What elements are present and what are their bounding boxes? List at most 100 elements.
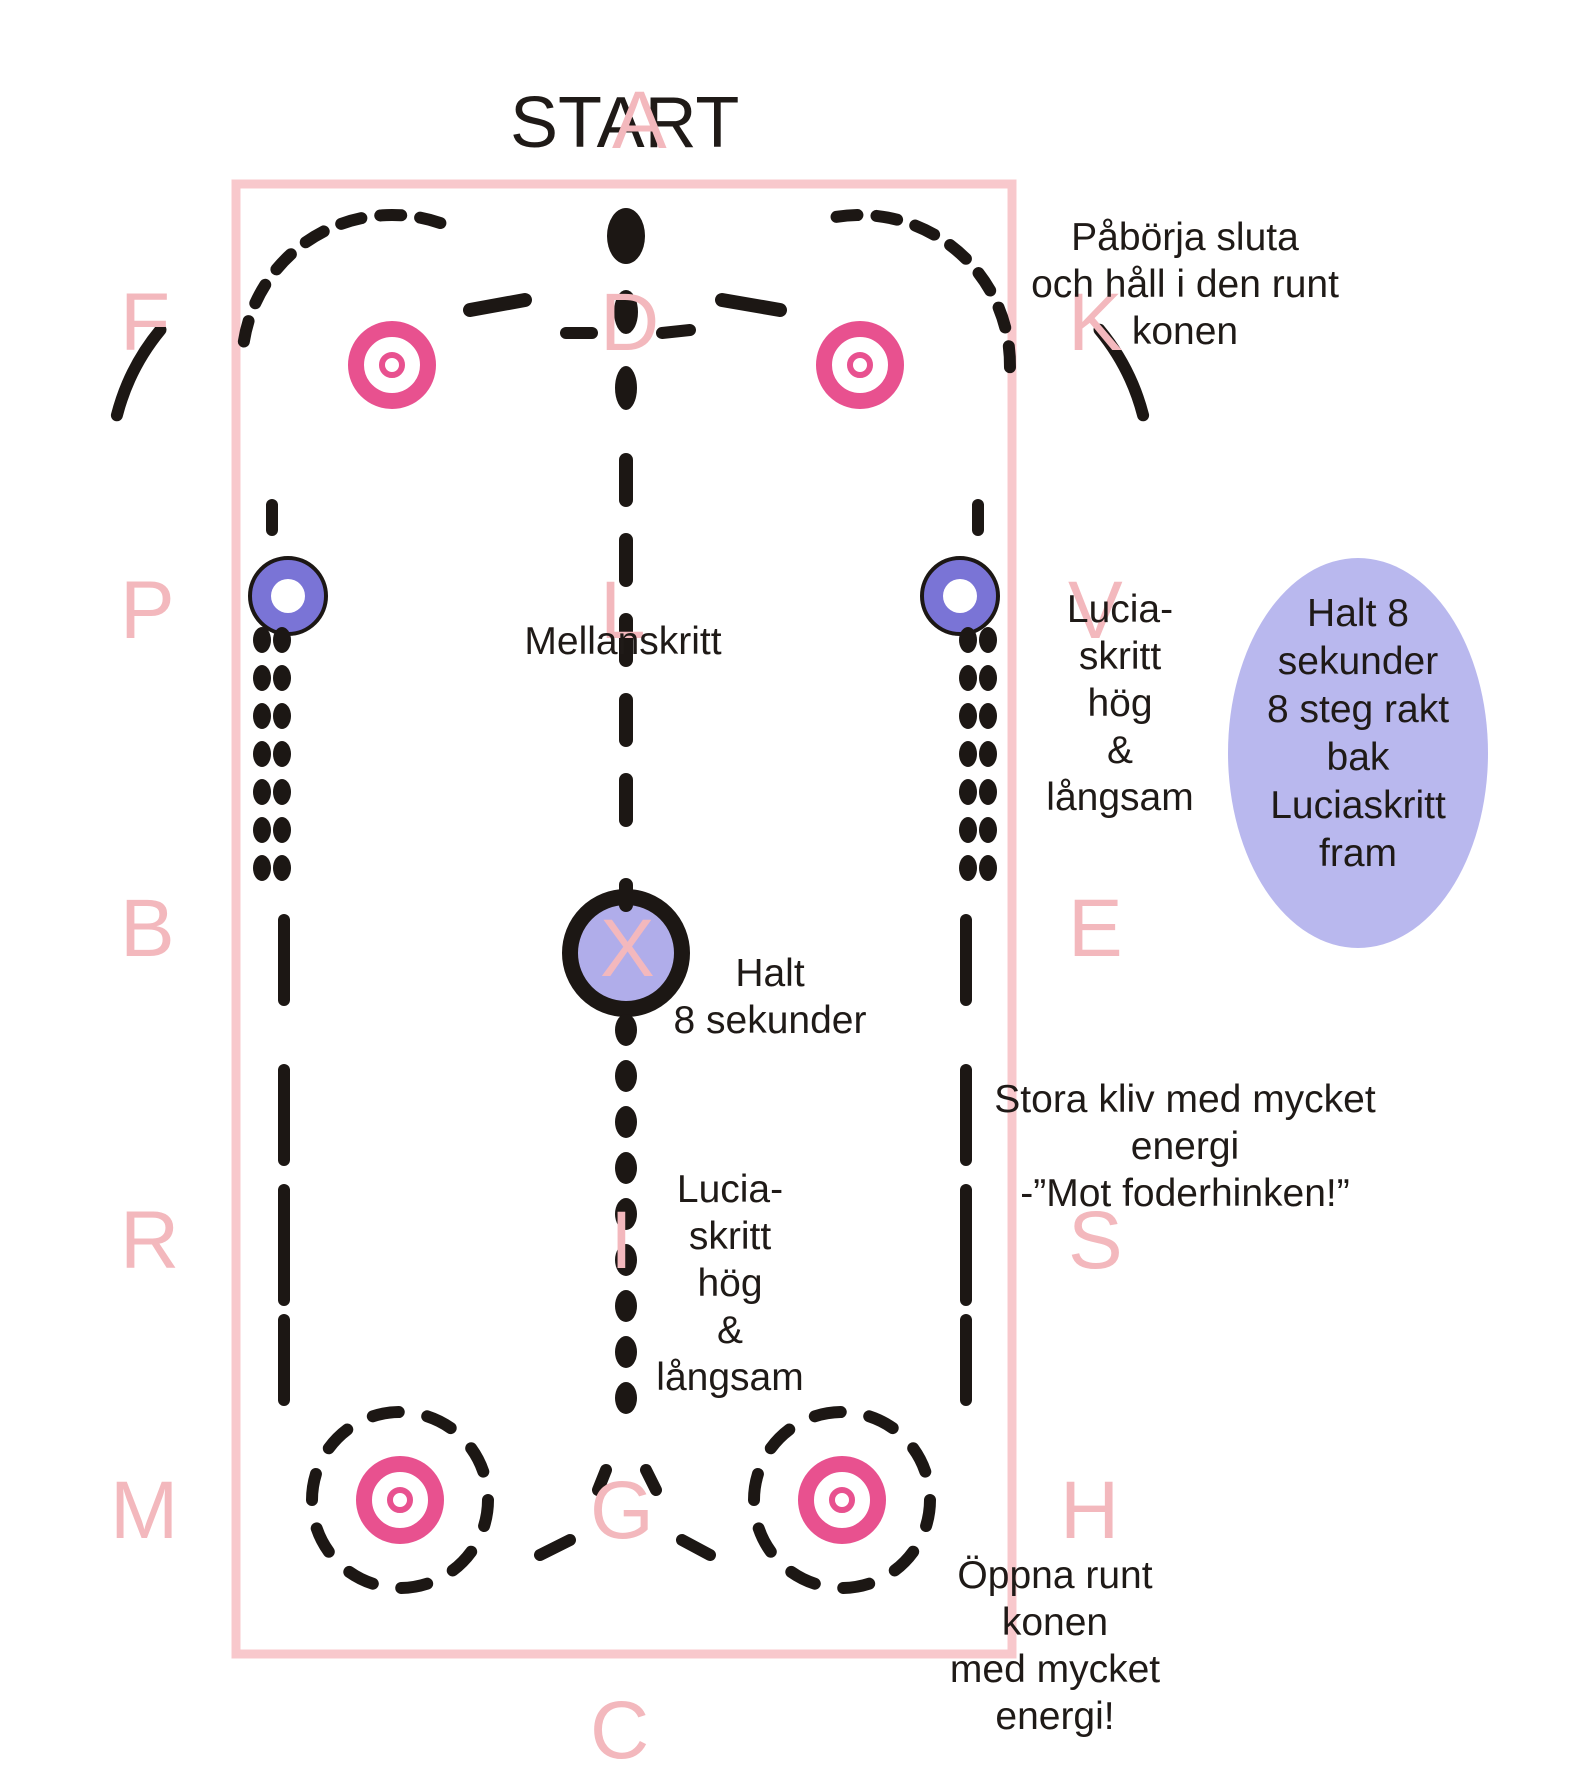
cone-icon (348, 321, 436, 409)
arena-letter-a: A (612, 75, 667, 166)
path-dash (1093, 323, 1150, 422)
path-dash (421, 1410, 457, 1435)
path-dash (909, 219, 941, 241)
path-dash (863, 1410, 899, 1435)
step-dot (273, 627, 291, 653)
note-center-lucia-line3: hög (697, 1262, 763, 1305)
path-dash (465, 1442, 490, 1478)
step-dot (253, 779, 271, 805)
blue-marker-center-icon (271, 579, 305, 613)
ellipse-line6: fram (1319, 832, 1397, 875)
note-right-lucia: Lucia- skritt hög & långsam (1030, 586, 1210, 821)
note-top-right-line1: Påbörja sluta (1071, 216, 1299, 259)
step-dot (615, 1152, 637, 1184)
path-dash (343, 1565, 379, 1590)
step-dot (959, 855, 977, 881)
path-dash (463, 293, 532, 317)
path-dash (830, 209, 864, 223)
step-dot (959, 703, 977, 729)
arena-letter-m: M (110, 1465, 179, 1556)
note-right-lucia-line5: långsam (1046, 776, 1194, 819)
arena-letter-k: K (1068, 277, 1123, 368)
arena-letter-c: C (590, 1685, 650, 1776)
cone-icon (356, 1456, 444, 1544)
path-dash (907, 1442, 932, 1478)
note-right-stora-line1: Stora kliv med mycket (994, 1078, 1376, 1121)
arena-letter-p: P (120, 565, 175, 656)
path-dash (478, 1494, 494, 1533)
path-dash (640, 1464, 662, 1496)
note-mellanskritt: Mellanskritt (524, 620, 722, 663)
path-dash (110, 323, 167, 422)
step-dot (273, 855, 291, 881)
path-dash (944, 239, 972, 265)
cone-center-icon (379, 352, 405, 378)
path-dash (306, 1467, 322, 1506)
note-bottom-right-line4: energi! (995, 1695, 1115, 1738)
path-dash (607, 208, 645, 264)
step-dot (979, 665, 997, 691)
halt-ellipse-text: Halt 8 sekunder 8 steg rakt bak Luciaskr… (1228, 590, 1488, 878)
step-dot (273, 665, 291, 691)
path-dash (446, 1545, 478, 1577)
step-dot (959, 779, 977, 805)
note-center-lucia-line4: & (716, 1309, 743, 1352)
arena-letter-l: L (600, 565, 646, 656)
arena-letter-g: G (590, 1465, 654, 1556)
path-dash (1002, 340, 1016, 374)
note-right-stora: Stora kliv med mycket energi -”Mot foder… (960, 1076, 1410, 1217)
path-dash (310, 1522, 335, 1558)
arena-outline (231, 179, 1017, 1659)
step-dot (253, 703, 271, 729)
cone-icon (798, 1456, 886, 1544)
path-dash (335, 212, 368, 230)
blue-marker-center-icon (943, 579, 977, 613)
path-dash (752, 1522, 777, 1558)
step-dot (979, 779, 997, 805)
path-dash (414, 211, 447, 230)
note-top-right-line3: konen (1131, 310, 1239, 353)
step-dot (615, 1060, 637, 1092)
cone-icon (816, 321, 904, 409)
path-dash (249, 278, 272, 310)
step-dot (979, 703, 997, 729)
path-dash (715, 293, 787, 317)
arena-letter-s: S (1068, 1195, 1123, 1286)
arena-letter-i: I (610, 1195, 633, 1286)
note-center-lucia-line1: Lucia- (676, 1168, 784, 1211)
note-halt-center-line1: Halt (735, 952, 805, 995)
step-dot (959, 627, 977, 653)
step-dot (253, 741, 271, 767)
note-center-lucia-line2: skritt (688, 1215, 772, 1258)
note-right-lucia-line3: hög (1087, 682, 1153, 725)
path-dash (676, 1534, 716, 1561)
ellipse-line2: sekunder (1277, 640, 1439, 683)
step-dot (615, 1244, 637, 1276)
step-dot (959, 665, 977, 691)
note-center-lucia: Lucia- skritt hög & långsam (640, 1166, 820, 1401)
path-dash (992, 301, 1012, 334)
step-dot (253, 627, 271, 653)
note-center-lucia-line5: långsam (656, 1356, 804, 1399)
note-right-lucia-line2: skritt (1078, 635, 1162, 678)
path-dash (785, 1565, 821, 1590)
cone-center-icon (387, 1487, 413, 1513)
step-dot (273, 741, 291, 767)
note-bottom-right-line3: med mycket (949, 1648, 1161, 1691)
step-dot (253, 855, 271, 881)
arena-letter-v: V (1068, 565, 1123, 656)
note-right-stora-line2: energi (1130, 1125, 1240, 1168)
path-dash (366, 1406, 405, 1423)
note-bottom-right: Öppna runt konen med mycket energi! (930, 1552, 1180, 1740)
step-dot (615, 1198, 637, 1230)
step-dot (273, 703, 291, 729)
note-top-right-line2: och håll i den runt (1031, 263, 1339, 306)
step-dot (615, 1290, 637, 1322)
arena-letter-b: B (120, 883, 175, 974)
path-dash (237, 315, 255, 348)
cone-center-icon (847, 352, 873, 378)
note-halt-center-line2: 8 sekunder (673, 999, 867, 1042)
step-dot (253, 665, 271, 691)
path-dash (870, 209, 904, 226)
